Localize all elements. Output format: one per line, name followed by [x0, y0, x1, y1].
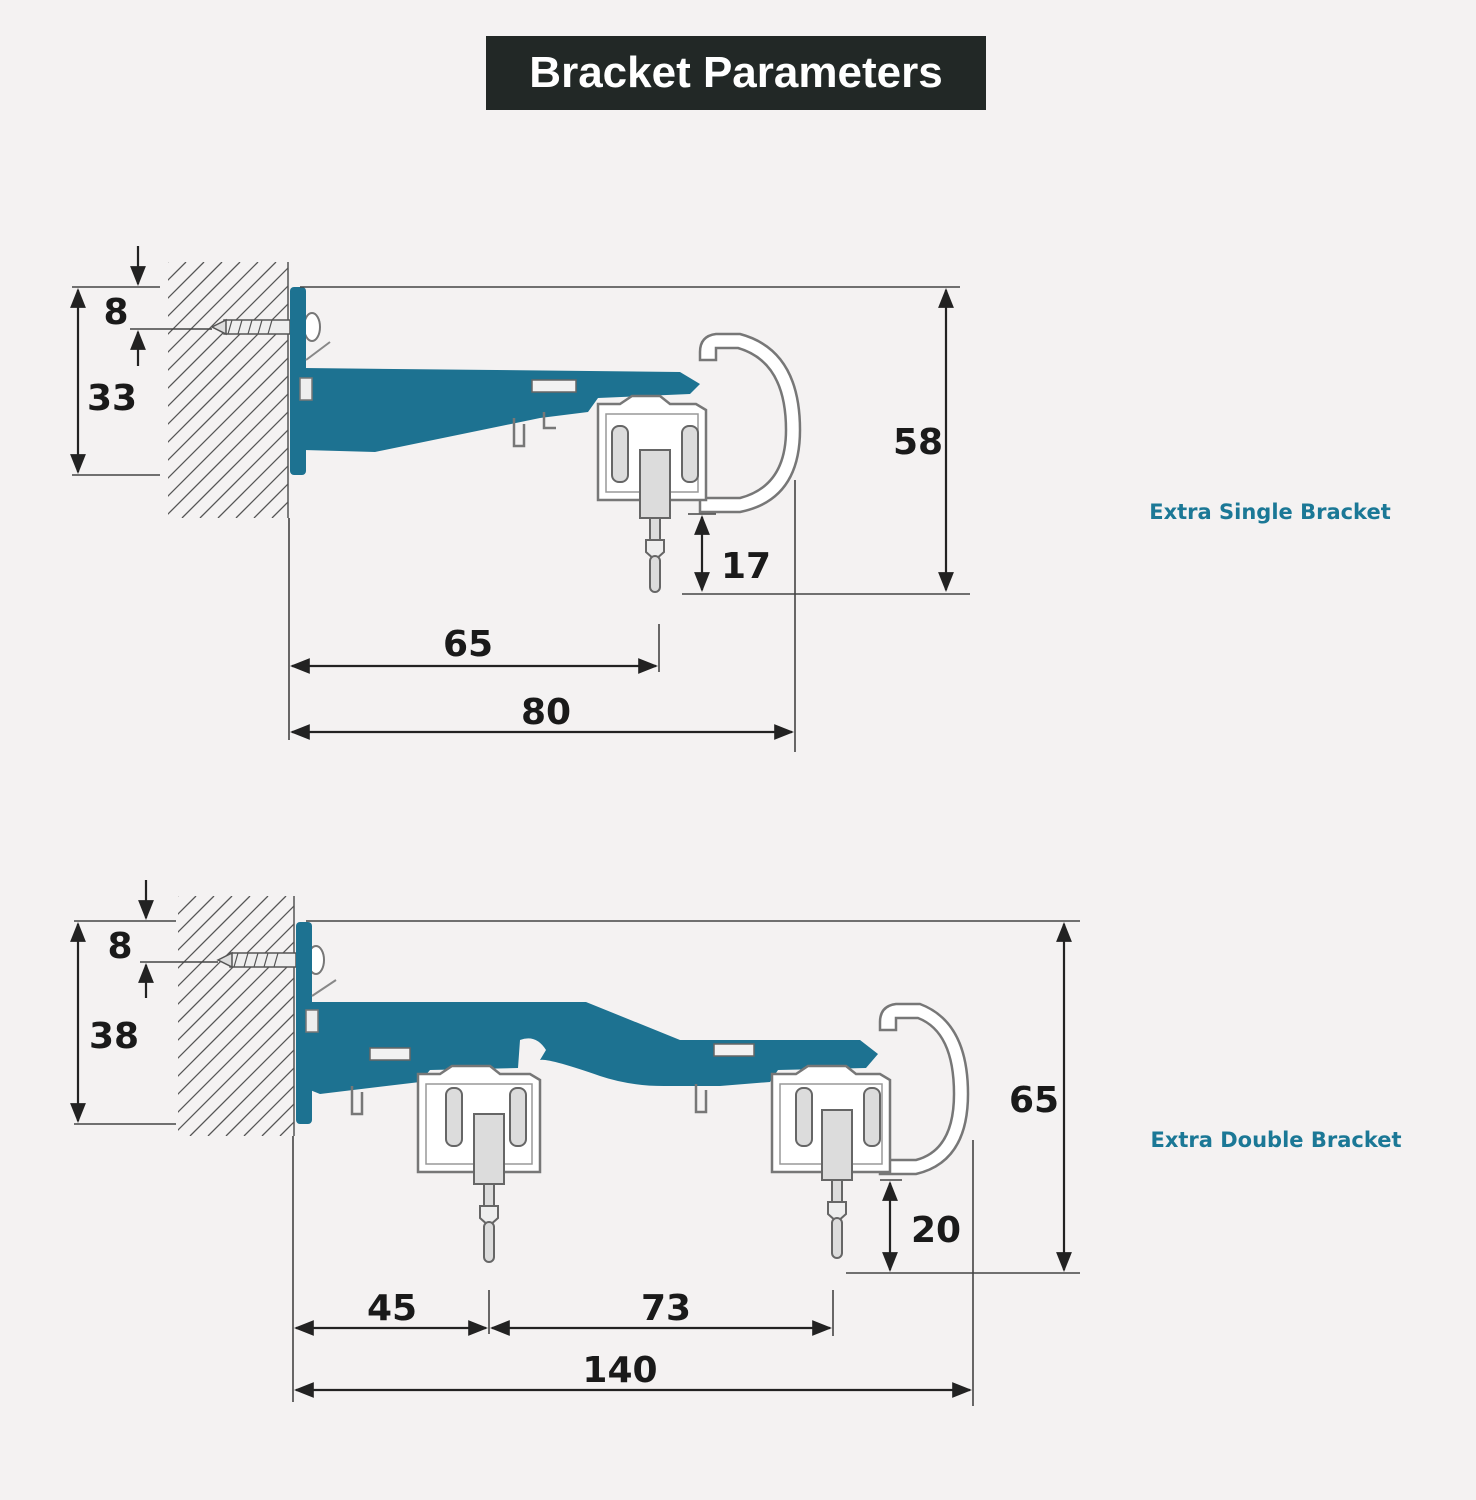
- double-runner-front: [445, 1087, 527, 1263]
- wall-hatch-line: [189, 1031, 294, 1136]
- wall-hatch-line: [235, 465, 288, 518]
- single-bracket-diagram: 8 33 58 17 65 80 Extra Single Bracket: [70, 246, 1391, 752]
- single-dim-hook-drop: 17: [721, 546, 771, 587]
- double-bracket-caption: Extra Double Bracket: [1150, 1128, 1401, 1152]
- wall-hatch-line: [178, 905, 294, 1023]
- double-dim-total-height: 65: [1009, 1080, 1059, 1121]
- double-dim-top-offset: 8: [107, 926, 132, 967]
- wall-hatch-line: [217, 447, 288, 518]
- wall-hatch-line: [168, 262, 223, 317]
- single-dim-mount-height: 33: [87, 378, 137, 419]
- wall-hatch-line: [168, 393, 288, 515]
- title-banner: Bracket Parameters: [486, 36, 986, 110]
- wall-hatch-line: [168, 262, 241, 335]
- wall-hatch-line: [168, 262, 259, 353]
- wall-hatch-line: [178, 896, 233, 951]
- wall-hatch-line: [178, 959, 294, 1077]
- single-rail-profile: [596, 332, 802, 514]
- double-dim-second-runner: 73: [641, 1288, 691, 1329]
- double-wall-hatch: [178, 896, 294, 1136]
- single-wall-hatch: [168, 262, 288, 518]
- wall-hatch-line: [178, 896, 287, 1005]
- single-screw: [210, 312, 321, 342]
- wall-hatch-line: [178, 941, 294, 1059]
- wall-hatch-line: [181, 411, 288, 518]
- single-dim-runner-depth: 65: [443, 624, 493, 665]
- single-dim-top-offset: 8: [103, 292, 128, 333]
- double-bracket-arm: [296, 922, 878, 1124]
- double-dim-mount-height: 38: [89, 1016, 139, 1057]
- wall-hatch-line: [168, 339, 288, 461]
- double-bracket-diagram: 8 38 65 20 45 73 140 Extra Double Bracke…: [70, 880, 1402, 1406]
- wall-hatch-line: [168, 375, 288, 497]
- wall-hatch-line: [168, 262, 169, 263]
- wall-hatch-line: [178, 896, 251, 969]
- wall-hatch-line: [178, 995, 294, 1113]
- single-bracket-arm: [290, 287, 700, 475]
- wall-hatch-line: [178, 977, 294, 1095]
- wall-hatch-line: [178, 923, 294, 1041]
- double-runner-back: [795, 1087, 881, 1259]
- wall-hatch-line: [168, 321, 288, 443]
- wall-hatch-line: [168, 357, 288, 479]
- wall-hatch-line: [243, 1085, 294, 1136]
- wall-hatch-line: [178, 896, 269, 987]
- wall-hatch-line: [168, 262, 277, 371]
- single-dim-total-depth: 80: [521, 692, 571, 733]
- single-bracket-caption: Extra Single Bracket: [1149, 500, 1391, 524]
- single-dim-total-height: 58: [893, 422, 943, 463]
- double-dim-total-depth: 140: [582, 1350, 657, 1391]
- single-runner: [611, 425, 699, 593]
- wall-hatch-line: [207, 1049, 294, 1136]
- wall-hatch-line: [199, 429, 288, 518]
- double-dim-hook-drop: 20: [911, 1210, 961, 1251]
- wall-hatch-line: [168, 267, 288, 389]
- double-dim-first-runner: 45: [367, 1288, 417, 1329]
- wall-hatch-line: [225, 1067, 294, 1136]
- wall-hatch-line: [168, 285, 288, 407]
- wall-hatch-line: [178, 1013, 294, 1131]
